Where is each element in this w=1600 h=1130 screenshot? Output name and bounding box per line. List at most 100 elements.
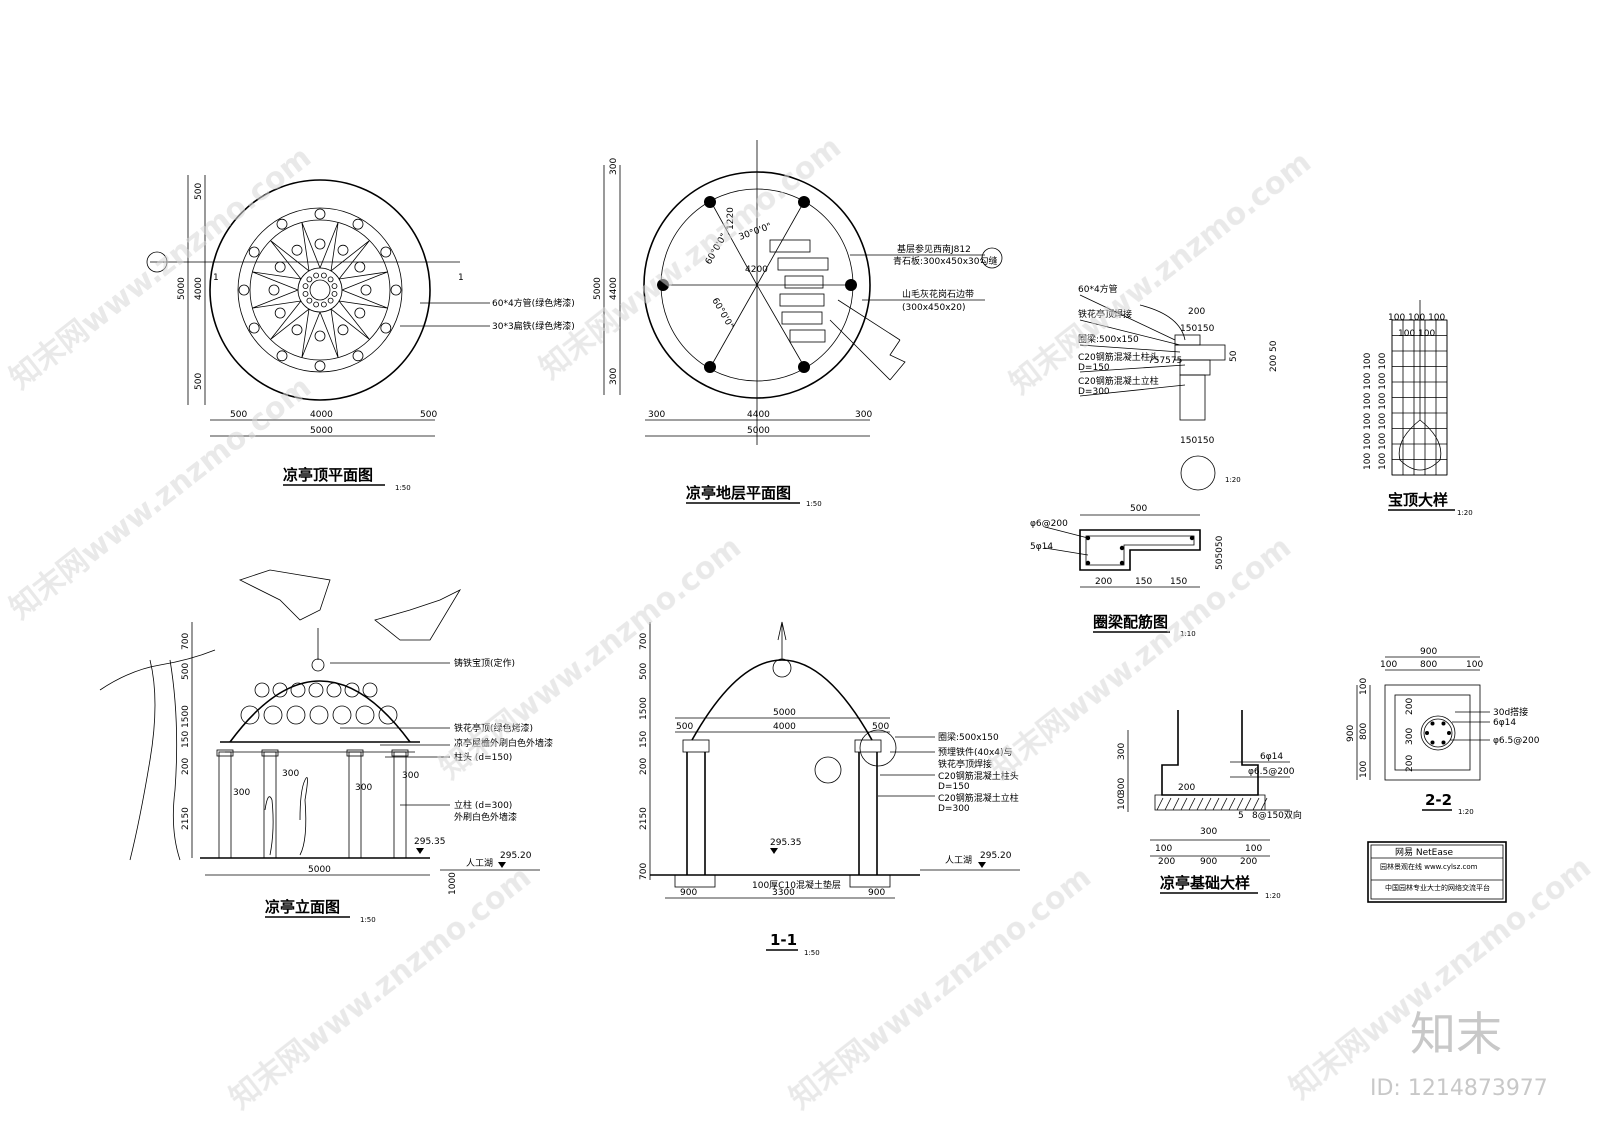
hatch (1188, 797, 1196, 811)
column-dot (798, 361, 810, 373)
hatch (1220, 797, 1228, 811)
rebar-dot (1441, 721, 1446, 726)
hatch (1172, 797, 1180, 811)
s1-dim-b1: 900 (680, 888, 697, 898)
scroll (302, 283, 309, 290)
el-dim-300a: 300 (233, 788, 250, 798)
roof-scroll (263, 705, 283, 725)
scroll (268, 284, 280, 296)
scroll (337, 244, 349, 256)
roof-scroll (355, 705, 375, 725)
el-dim-l4: 150 (181, 731, 191, 748)
s1-scale: 1:50 (804, 949, 820, 957)
star-point (270, 300, 310, 340)
dim-floor-h2: 4400 (747, 410, 770, 420)
s22-title: 2-2 (1425, 791, 1452, 809)
el-label-finial: 铸铁宝顶(定作) (454, 657, 515, 669)
scroll (380, 322, 392, 334)
dim-roof-h2: 4000 (310, 410, 333, 420)
scroll (248, 322, 260, 334)
el-dim-l2: 500 (181, 663, 191, 680)
dim-roof-h4: 5000 (310, 426, 333, 436)
s1-dim-l3: 1500 (639, 697, 649, 720)
scroll (314, 330, 326, 342)
section-1-1: 圈梁:500x150 预埋铁件(40x4)与 铁花亭顶焊接 C20钢筋混凝土柱头… (639, 621, 1020, 957)
scroll (313, 301, 320, 308)
s1-dim-4000: 4000 (773, 722, 796, 732)
s1-dim-l1: 700 (639, 633, 649, 650)
hatch (1252, 797, 1260, 811)
s1-dim-500b: 500 (872, 722, 889, 732)
cd-label-head-d: D=150 (1078, 363, 1110, 373)
rebar-dot (1425, 731, 1429, 735)
ft-dim-200: 200 (1178, 783, 1195, 793)
s1-dim-5000: 5000 (773, 708, 796, 718)
column-detail: 60*4方管 铁花亭顶焊接 圈梁:500x150 C20钢筋混凝土柱头 D=15… (1078, 283, 1279, 491)
roof-plan: 1 1 60*4方管(绿色烤漆) 30*3扁铁(绿色烤漆) 500 4000 5… (146, 175, 575, 492)
rebar-dot (1447, 731, 1451, 735)
cd-dim-200-50: 200 50 (1269, 340, 1279, 372)
rb-dim-b3: 150 (1170, 577, 1187, 587)
el-dim-l1: 700 (181, 633, 191, 650)
floor-plan-title: 凉亭地层平面图 (686, 484, 791, 502)
scroll (238, 284, 250, 296)
title-block: 网易 NetEase 园林景观在线 www.cylsz.com 中国园林专业大士… (1367, 841, 1507, 903)
cd-label-col: C20钢筋混凝土立柱 (1078, 375, 1159, 387)
scroll (327, 297, 334, 304)
ft-title: 凉亭基础大样 (1160, 874, 1250, 892)
el-dim-300c: 300 (355, 783, 372, 793)
ft-label-mesh: 8@150双向 (1252, 809, 1302, 821)
roof-scroll (254, 682, 270, 698)
hatch (1180, 797, 1188, 811)
el-label-col2: 外刷白色外墙漆 (454, 811, 517, 823)
section-mark-right: 1 (458, 273, 464, 283)
s22-dim-900: 900 (1420, 647, 1437, 657)
cd-label-head: C20钢筋混凝土柱头 (1078, 351, 1159, 363)
scroll (302, 290, 309, 297)
star-point (252, 271, 302, 291)
fd-dim-side2: 100 100 100 100 100 100 (1378, 352, 1388, 470)
scroll (306, 297, 313, 304)
column-head (261, 749, 279, 757)
scroll (337, 324, 349, 336)
s22-scale: 1:20 (1458, 808, 1474, 816)
el-label-col: 立柱 (d=300) (454, 799, 512, 811)
watermark-text: 知末网www.znzmo.com (983, 530, 1298, 787)
section-mark-left: 1 (213, 273, 219, 283)
footing: 200 6φ14 φ6.5@200 5 8@150双向 300 300 100 … (1117, 710, 1302, 900)
s22-label-stirrup: φ6.5@200 (1493, 736, 1540, 746)
star-point (301, 308, 321, 358)
scroll (320, 301, 327, 308)
rebar-dot (1441, 740, 1446, 745)
el-dim-1000: 1000 (448, 872, 458, 895)
dim-small: 1220 (726, 207, 736, 230)
s22-dim-i1: 200 (1405, 698, 1415, 715)
dim-floor-h4: 5000 (747, 426, 770, 436)
column-dot (798, 196, 810, 208)
watermark-id: ID: 1214873977 (1370, 1076, 1548, 1101)
angle-c: 60°0'0" (709, 297, 735, 331)
s1-title: 1-1 (770, 931, 797, 949)
column-head (391, 749, 409, 757)
cd-dim-150150: 150150 (1180, 324, 1215, 334)
scroll (390, 284, 402, 296)
rb-dim-b2: 150 (1135, 577, 1152, 587)
star-point (330, 240, 370, 280)
roof-scroll (240, 705, 260, 725)
s1-dim-b3: 900 (868, 888, 885, 898)
dim-roof-h3: 500 (420, 410, 437, 420)
cd-label-pipe: 60*4方管 (1078, 283, 1118, 295)
scroll (354, 261, 366, 273)
s1-label-col: C20钢筋混凝土立柱 (938, 792, 1019, 804)
cd-label-beam: 圈梁:500x150 (1078, 333, 1139, 345)
label-flat-iron: 30*3扁铁(绿色烤漆) (492, 320, 575, 332)
s22-label-bar: 6φ14 (1493, 718, 1516, 728)
scroll (314, 360, 326, 372)
hatch (1212, 797, 1220, 811)
s1-dim-l6: 2150 (639, 807, 649, 830)
el-dim-l3: 1500 (181, 705, 191, 728)
roof-plan-title: 凉亭顶平面图 (283, 466, 373, 484)
fd-dim-side: 100 100 100 100 100 100 (1363, 352, 1373, 470)
ft-scale: 1:20 (1265, 892, 1281, 900)
